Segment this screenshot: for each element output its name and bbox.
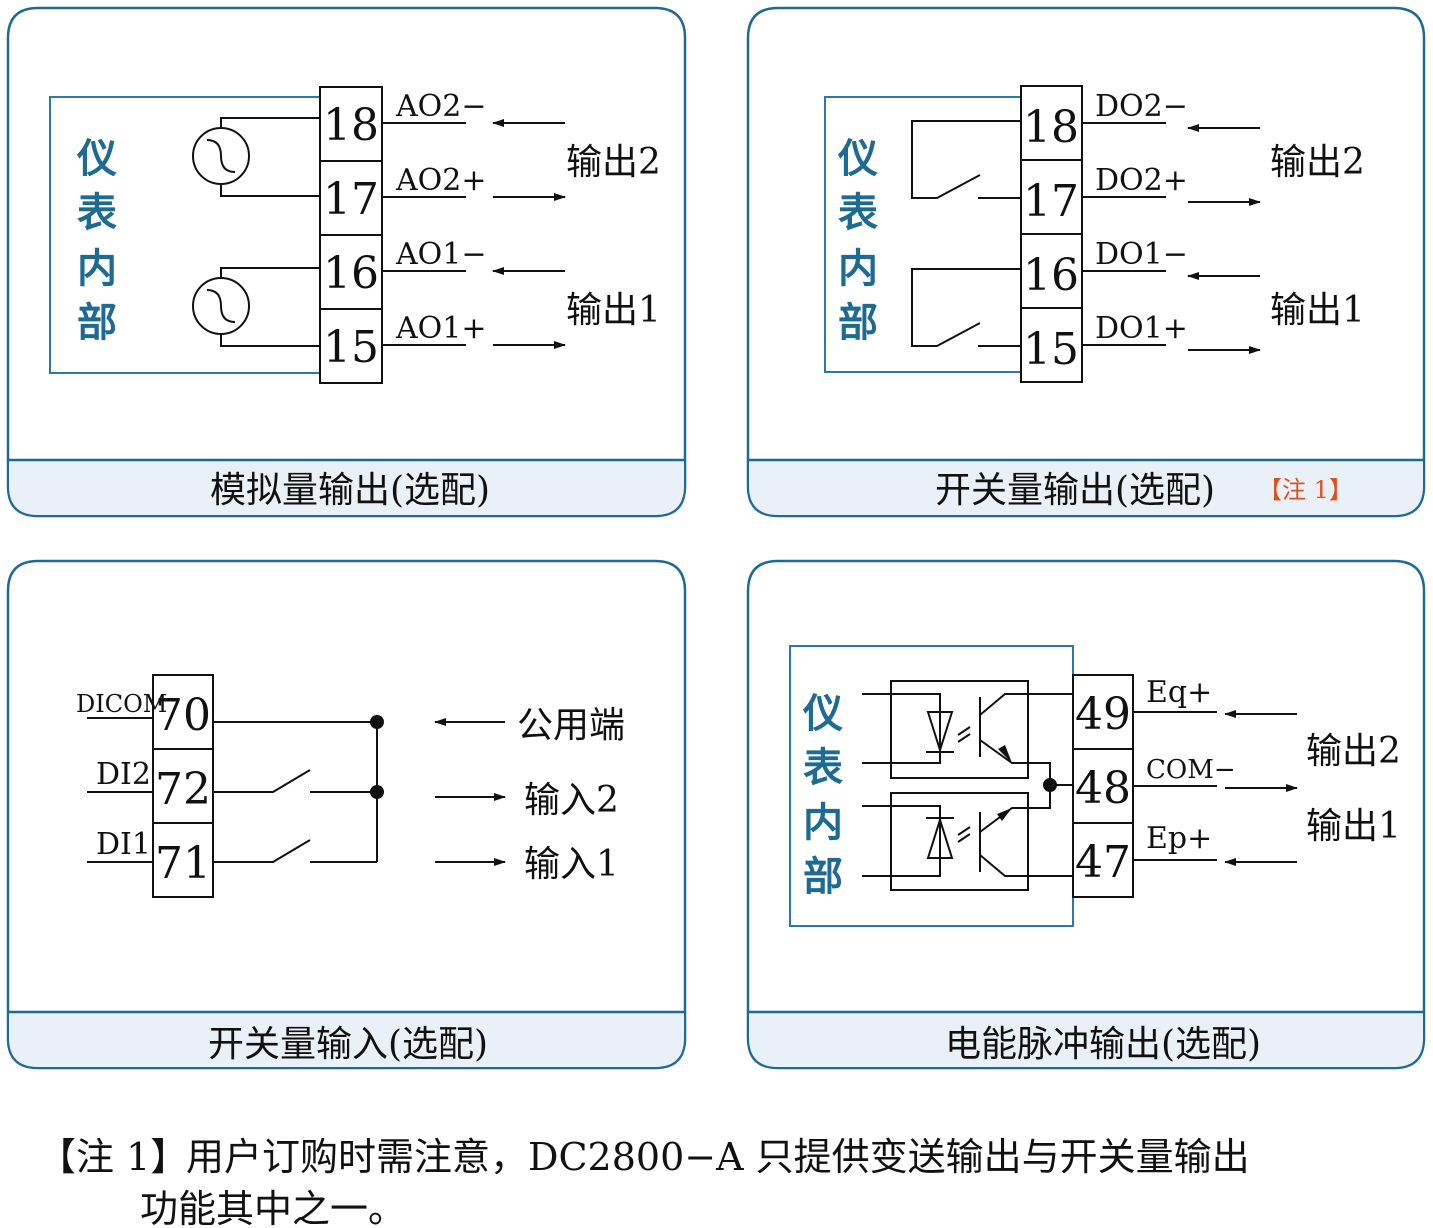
svg-text:表: 表 (77, 189, 117, 236)
svg-text:仪: 仪 (802, 690, 843, 737)
panel-analog-output: 模拟量输出(选配) 仪 表 内 部 18 17 16 15 AO2− AO2+ … (6, 6, 687, 518)
footnote: 【注 1】 用户订购时需注意，DC2800−A 只提供变送输出与开关量输出 功能… (38, 1135, 1250, 1228)
signal-label: DICOM (76, 690, 167, 718)
svg-text:仪: 仪 (837, 135, 878, 182)
signal-label: Eq+ (1146, 675, 1212, 710)
group-label: 输出2 (1306, 731, 1401, 772)
svg-text:16: 16 (1023, 250, 1079, 301)
svg-text:内: 内 (77, 245, 117, 292)
signal-label: Ep+ (1146, 821, 1212, 856)
arrow-icon (434, 718, 506, 866)
current-source-icon (192, 117, 320, 197)
svg-text:表: 表 (838, 189, 878, 236)
arrow-icon (492, 119, 566, 349)
svg-text:47: 47 (1075, 837, 1131, 888)
instrument-internal-label: 仪 表 内 部 (837, 135, 878, 346)
footnote-mark: 【注 1】 (38, 1135, 188, 1179)
svg-text:内: 内 (838, 245, 878, 292)
group-label: 输出2 (566, 142, 661, 183)
group-label: 输入2 (524, 780, 619, 821)
relay-contact-icon (911, 120, 1021, 347)
group-label: 输出2 (1270, 142, 1365, 183)
svg-text:部: 部 (803, 853, 843, 900)
terminal-block: 18 17 16 15 (319, 86, 383, 384)
terminal-block: 70 72 71 (152, 674, 214, 898)
group-label: 输出1 (566, 290, 661, 331)
instrument-internal-label: 仪 表 内 部 (76, 135, 117, 346)
footnote-line-1: 用户订购时需注意，DC2800−A 只提供变送输出与开关量输出 (186, 1135, 1250, 1179)
terminal-block: 18 17 16 15 (1020, 85, 1083, 383)
signal-label: COM− (1146, 755, 1236, 785)
svg-text:15: 15 (323, 322, 379, 373)
svg-text:表: 表 (803, 744, 843, 791)
signal-label: AO1+ (395, 311, 486, 346)
panel-caption: 电能脉冲输出(选配) (945, 1024, 1261, 1065)
svg-text:18: 18 (1023, 102, 1079, 153)
svg-text:17: 17 (1023, 176, 1079, 227)
svg-text:16: 16 (323, 248, 379, 299)
svg-text:72: 72 (155, 764, 211, 815)
signal-label: AO2+ (395, 163, 486, 198)
svg-text:17: 17 (323, 174, 379, 225)
signal-label: DI1 (96, 827, 151, 862)
optocoupler-icon (862, 680, 1073, 785)
svg-text:71: 71 (155, 838, 211, 889)
signal-label: DO1+ (1095, 311, 1188, 346)
panel-caption: 模拟量输出(选配) (210, 470, 490, 511)
svg-text:18: 18 (323, 100, 379, 151)
optocoupler-icon (862, 785, 1073, 891)
panel-pulse-output: 电能脉冲输出(选配) 仪 表 内 部 49 48 47 (746, 559, 1426, 1070)
terminal-block: 49 48 47 (1072, 674, 1134, 898)
signal-label: DO2+ (1095, 163, 1188, 198)
signal-label: AO1− (395, 237, 486, 272)
panel-caption: 开关量输出(选配) (935, 470, 1215, 511)
group-label: 公用端 (517, 705, 625, 746)
current-source-icon (192, 267, 320, 347)
panel-caption: 开关量输入(选配) (208, 1024, 488, 1065)
svg-text:48: 48 (1075, 763, 1131, 814)
group-label: 输出1 (1306, 806, 1401, 847)
junction-dot (370, 715, 384, 729)
group-label: 输出1 (1270, 290, 1365, 331)
svg-text:内: 内 (803, 799, 843, 846)
arrow-icon (1224, 710, 1298, 866)
svg-text:部: 部 (77, 299, 117, 346)
signal-label: DI2 (96, 757, 151, 792)
signal-label: DO2− (1095, 89, 1188, 124)
footnote-line-2: 功能其中之一。 (140, 1187, 406, 1228)
signal-label: DO1− (1095, 237, 1188, 272)
svg-text:15: 15 (1023, 324, 1079, 375)
arrow-icon (1187, 124, 1261, 354)
junction-dot (370, 785, 384, 799)
instrument-internal-label: 仪 表 内 部 (802, 690, 843, 900)
signal-label: AO2− (395, 89, 486, 124)
svg-text:70: 70 (155, 690, 211, 741)
junction-dot (1043, 778, 1057, 792)
svg-text:仪: 仪 (76, 135, 117, 182)
panel-switch-output: 开关量输出(选配) 【注 1】 仪 表 内 部 18 17 16 15 DO2−… (746, 6, 1426, 518)
panel-switch-input: 开关量输入(选配) 70 72 71 DICOM DI2 DI1 公用端 输入2… (6, 559, 687, 1070)
group-label: 输入1 (524, 844, 619, 885)
svg-text:部: 部 (838, 299, 878, 346)
note-reference: 【注 1】 (1258, 476, 1353, 504)
svg-text:49: 49 (1075, 689, 1131, 740)
